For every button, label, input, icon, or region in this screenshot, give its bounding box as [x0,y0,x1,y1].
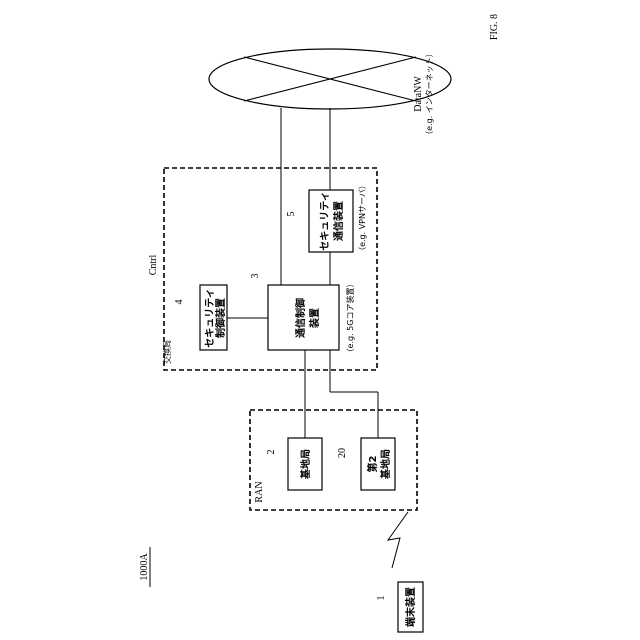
security-control-label-2: 制御装置 [214,298,227,338]
security-control-ref: 4 [174,300,185,305]
communication-control-label-1: 通信制御 [294,298,307,338]
base-station-2-ref: 20 [337,448,348,458]
wireless-link-icon [388,512,408,568]
communication-control-ref: 3 [250,274,261,279]
terminal-device-label: 端末装置 [404,587,417,627]
system-ref: 1000A [139,553,150,581]
data-network-name: DataNW [413,76,424,112]
base-station-1-ref: 2 [266,450,277,455]
base-station-2-label-2: 基地局 [379,449,392,480]
ran-title: RAN [254,481,265,502]
base-station-2-label-1: 第2 [366,455,379,472]
communication-control-label-2: 装置 [308,308,321,329]
security-communication-label-1: セキュリティ [319,191,331,250]
figure-label: FIG. 8 [489,14,500,40]
exchange-ref: Cntrl [148,255,159,276]
exchange-title: 交換局 [162,340,172,364]
security-control-label-1: セキュリティ [204,288,216,347]
security-communication-label-2: 通信装置 [332,201,345,241]
base-station-1-label: 基地局 [299,449,312,480]
data-network-note: （e.g. インターネット） [425,49,434,139]
security-communication-ref: 5 [286,212,297,217]
security-communication-note: （e.g. VPNサーバ） [358,181,367,255]
terminal-device-ref: 1 [376,596,387,601]
communication-control-note: （e.g. 5Gコア装置） [345,280,355,357]
security-communication-device [309,190,353,252]
